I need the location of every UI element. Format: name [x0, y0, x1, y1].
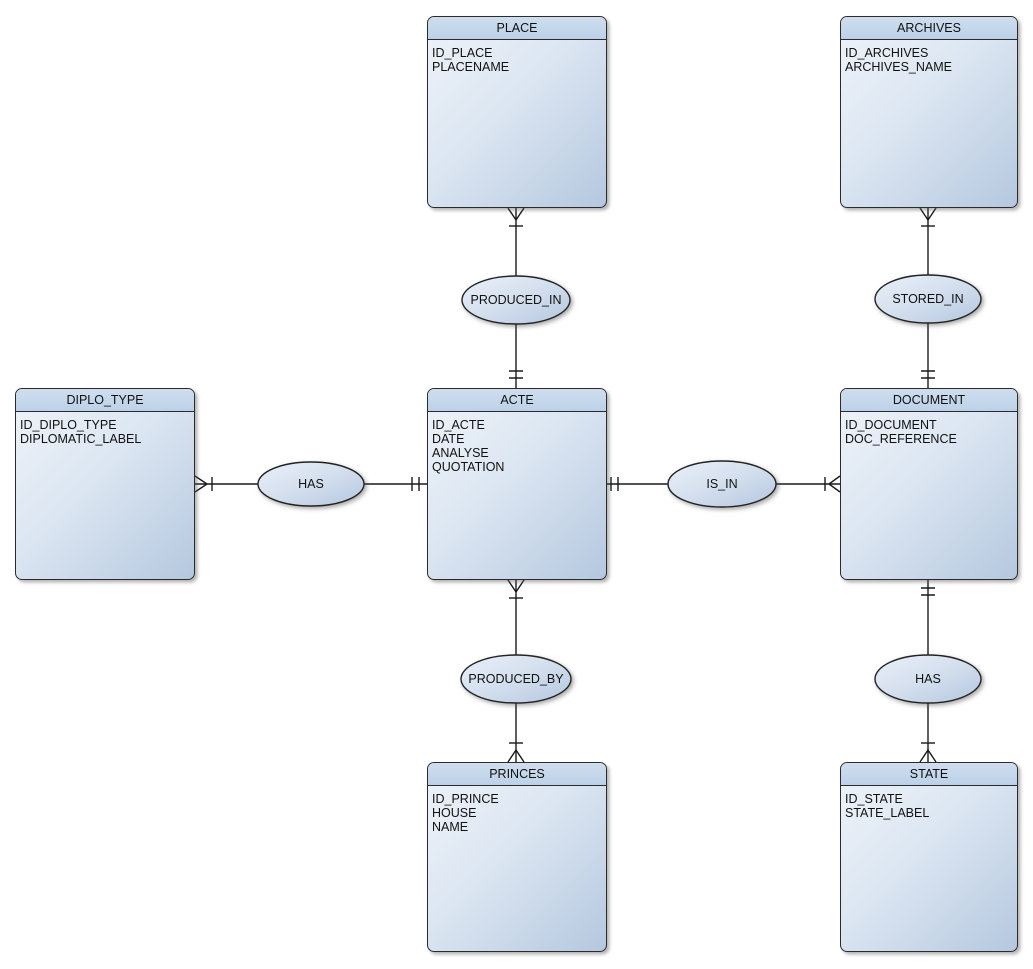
entity-attribute: PLACENAME	[432, 60, 510, 74]
entity-attribute: QUOTATION	[432, 460, 505, 474]
entity-document: DOCUMENT ID_DOCUMENT DOC_REFERENCE	[840, 388, 1018, 580]
entity-attribute-list: ID_STATE STATE_LABEL	[841, 786, 1017, 820]
crow-foot-many-acte	[507, 579, 525, 594]
entity-attribute: ID_DIPLO_TYPE	[20, 418, 117, 432]
relationship-has-diplotype: HAS	[257, 461, 365, 507]
crow-foot-many-princes	[507, 748, 525, 763]
entity-attribute: ID_PRINCE	[432, 792, 499, 806]
crow-foot-many-document	[827, 475, 841, 493]
entity-archives: ARCHIVES ID_ARCHIVES ARCHIVES_NAME	[840, 16, 1018, 208]
entity-acte: ACTE ID_ACTE DATE ANALYSE QUOTATION	[427, 388, 607, 580]
entity-attribute: HOUSE	[432, 806, 477, 820]
entity-title: STATE	[841, 763, 1017, 786]
relationship-produced-by: PRODUCED_BY	[460, 654, 572, 704]
entity-princes: PRINCES ID_PRINCE HOUSE NAME	[427, 762, 607, 952]
entity-title: DOCUMENT	[841, 389, 1017, 412]
entity-attribute: DIPLOMATIC_LABEL	[20, 432, 142, 446]
entity-attribute-list: ID_ACTE DATE ANALYSE QUOTATION	[428, 412, 606, 474]
entity-title: ARCHIVES	[841, 17, 1017, 40]
entity-title: PRINCES	[428, 763, 606, 786]
entity-attribute: ID_DOCUMENT	[845, 418, 937, 432]
crow-foot-many-place	[507, 207, 525, 222]
entity-attribute: ANALYSE	[432, 446, 489, 460]
entity-title: ACTE	[428, 389, 606, 412]
relationship-label: PRODUCED_IN	[471, 293, 562, 307]
relationship-stored-in: STORED_IN	[874, 274, 982, 324]
entity-title: PLACE	[428, 17, 606, 40]
cardinality-double-tick-document	[921, 370, 935, 379]
entity-attribute-list: ID_PRINCE HOUSE NAME	[428, 786, 606, 834]
crow-foot-many-archives	[919, 207, 937, 222]
relationship-label: HAS	[298, 477, 324, 491]
entity-state: STATE ID_STATE STATE_LABEL	[840, 762, 1018, 952]
entity-attribute: DATE	[432, 432, 465, 446]
cardinality-double-tick-acte	[610, 477, 619, 491]
relationship-label: STORED_IN	[892, 292, 963, 306]
entity-attribute: ID_STATE	[845, 792, 903, 806]
entity-attribute: ID_PLACE	[432, 46, 493, 60]
relationship-label: IS_IN	[706, 477, 737, 491]
crow-foot-many-state	[919, 748, 937, 763]
entity-attribute: STATE_LABEL	[845, 806, 930, 820]
cardinality-double-tick-acte	[411, 477, 420, 491]
entity-attribute: ID_ARCHIVES	[845, 46, 929, 60]
entity-attribute-list: ID_DIPLO_TYPE DIPLOMATIC_LABEL	[16, 412, 194, 446]
entity-attribute: DOC_REFERENCE	[845, 432, 957, 446]
entity-title: DIPLO_TYPE	[16, 389, 194, 412]
entity-place: PLACE ID_PLACE PLACENAME	[427, 16, 607, 208]
cardinality-double-tick-acte	[509, 370, 523, 379]
entity-attribute: NAME	[432, 820, 469, 834]
relationship-is-in: IS_IN	[667, 460, 777, 508]
relationship-label: HAS	[915, 672, 941, 686]
entity-attribute: ID_ACTE	[432, 418, 485, 432]
crow-foot-many-diplotype	[194, 475, 209, 493]
entity-attribute: ARCHIVES_NAME	[845, 60, 952, 74]
entity-attribute-list: ID_PLACE PLACENAME	[428, 40, 606, 74]
entity-attribute-list: ID_ARCHIVES ARCHIVES_NAME	[841, 40, 1017, 74]
cardinality-double-tick-document	[921, 587, 935, 596]
entity-diplo-type: DIPLO_TYPE ID_DIPLO_TYPE DIPLOMATIC_LABE…	[15, 388, 195, 580]
relationship-label: PRODUCED_BY	[468, 672, 564, 686]
relationship-produced-in: PRODUCED_IN	[461, 275, 571, 325]
entity-attribute-list: ID_DOCUMENT DOC_REFERENCE	[841, 412, 1017, 446]
relationship-has-state: HAS	[874, 654, 982, 704]
